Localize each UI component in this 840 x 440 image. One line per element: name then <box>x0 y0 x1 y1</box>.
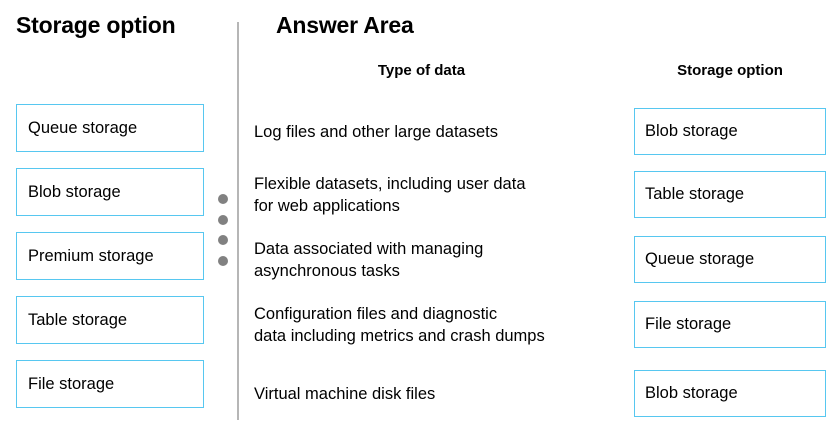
answer-dropzone-table-storage[interactable]: Table storage <box>634 171 826 218</box>
description-line: for web applications <box>254 197 400 215</box>
handle-dot-icon <box>217 214 228 225</box>
row-description: Flexible datasets, including user data f… <box>254 171 626 219</box>
option-label: File storage <box>28 374 115 393</box>
option-label: Blob storage <box>28 182 121 201</box>
description-line: Configuration files and diagnostic <box>254 305 498 323</box>
answer-label: Queue storage <box>645 250 755 269</box>
option-label: Premium storage <box>28 246 154 265</box>
draggable-option-blob-storage[interactable]: Blob storage <box>16 168 204 216</box>
column-header-type-of-data: Type of data <box>377 62 466 79</box>
row-description: Virtual machine disk files <box>254 370 626 418</box>
handle-dot-icon <box>217 235 228 246</box>
row-description: Log files and other large datasets <box>254 108 626 156</box>
description-line: asynchronous tasks <box>254 262 400 280</box>
answer-dropzone-queue-storage[interactable]: Queue storage <box>634 236 826 283</box>
description-line: Virtual machine disk files <box>254 385 436 403</box>
answer-row: Configuration files and diagnostic data … <box>254 301 826 349</box>
answer-label: Table storage <box>645 185 745 204</box>
answer-area-title: Answer Area <box>276 12 414 38</box>
row-description: Data associated with managing asynchrono… <box>254 236 626 284</box>
answer-row: Log files and other large datasets Blob … <box>254 108 826 156</box>
storage-option-source-panel: Storage option Queue storage Blob storag… <box>0 0 215 440</box>
answer-row: Data associated with managing asynchrono… <box>254 236 826 284</box>
description-line: Log files and other large datasets <box>254 123 498 141</box>
draggable-option-premium-storage[interactable]: Premium storage <box>16 232 204 280</box>
handle-dot-icon <box>217 255 228 266</box>
handle-dot-icon <box>217 194 228 204</box>
description-line: data including metrics and crash dumps <box>254 327 545 345</box>
draggable-option-table-storage[interactable]: Table storage <box>16 296 204 344</box>
panel-divider <box>237 22 239 420</box>
drag-handle-dots-icon[interactable] <box>216 194 229 266</box>
description-line: Flexible datasets, including user data <box>254 175 526 193</box>
column-header-storage-option: Storage option <box>677 62 783 79</box>
option-label: Table storage <box>28 310 128 329</box>
answer-label: Blob storage <box>645 384 738 403</box>
answer-label: Blob storage <box>645 122 738 141</box>
answer-dropzone-blob-storage-2[interactable]: Blob storage <box>634 370 826 417</box>
option-label: Queue storage <box>28 118 138 137</box>
answer-row: Flexible datasets, including user data f… <box>254 171 826 219</box>
answer-row: Virtual machine disk files Blob storage <box>254 370 826 418</box>
answer-label: File storage <box>645 315 732 334</box>
draggable-option-file-storage[interactable]: File storage <box>16 360 204 408</box>
row-description: Configuration files and diagnostic data … <box>254 301 626 349</box>
description-line: Data associated with managing <box>254 240 484 258</box>
draggable-option-queue-storage[interactable]: Queue storage <box>16 104 204 152</box>
answer-dropzone-blob-storage[interactable]: Blob storage <box>634 108 826 155</box>
answer-dropzone-file-storage[interactable]: File storage <box>634 301 826 348</box>
left-panel-title: Storage option <box>16 12 176 38</box>
